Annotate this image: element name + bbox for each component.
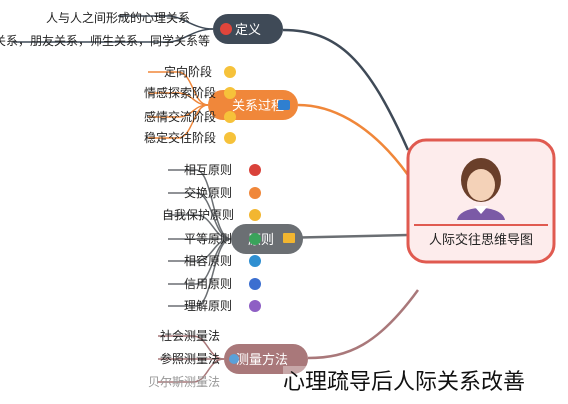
badge-2-icon <box>249 187 261 199</box>
process-leaf-4: 稳定交往阶段 <box>144 130 216 145</box>
branch-process[interactable]: 关系过程 <box>208 90 298 120</box>
definition-leaf-1: 人与人之间形成的心理关系 <box>46 10 190 25</box>
principles-leaf-2: 交换原则 <box>184 185 232 200</box>
principles-leaf-3: 自我保护原则 <box>162 208 234 222</box>
badge-5-icon <box>249 255 261 267</box>
center-title: 人际交往思维导图 <box>429 232 533 248</box>
methods-leaf-1: 社会测量法 <box>160 328 220 343</box>
heart-eyes-emoji-icon <box>224 111 236 123</box>
branch-process-label: 关系过程 <box>232 99 284 114</box>
branch-definition-label: 定义 <box>235 23 261 38</box>
smile-emoji-icon <box>224 66 236 78</box>
branch-methods[interactable]: 测量方法 <box>224 344 308 374</box>
principles-leaf-6: 信用原则 <box>184 277 232 291</box>
principles-leaf-7: 理解原则 <box>184 299 232 313</box>
principles-leaf-4: 平等原则 <box>184 232 232 246</box>
branch-methods-label: 测量方法 <box>236 352 288 368</box>
principles-leaves: 相互原则 交换原则 自我保护原则 平等原则 相容原则 信用原则 理解原则 <box>162 163 261 313</box>
process-leaf-2: 情感探索阶段 <box>144 85 216 100</box>
neutral-emoji-icon <box>224 87 236 99</box>
principles-leaf-1: 相互原则 <box>184 163 232 177</box>
branch-definition[interactable]: 定义 <box>213 14 283 44</box>
badge-4-icon <box>249 233 261 245</box>
branch-principles[interactable]: 原则 <box>231 224 303 254</box>
connector-methods <box>307 289 420 360</box>
methods-leaf-3: 贝尔斯测量法 <box>148 374 220 389</box>
definition-icon <box>220 23 232 35</box>
methods-icon <box>229 354 239 364</box>
connector-definition <box>282 28 410 151</box>
badge-3-icon <box>249 209 261 221</box>
badge-1-icon <box>249 164 261 176</box>
process-leaf-1: 定向阶段 <box>164 64 212 79</box>
badge-6-icon <box>249 278 261 290</box>
grin-emoji-icon <box>224 132 236 144</box>
badge-7-icon <box>249 300 261 312</box>
folder-icon <box>283 233 295 243</box>
group-icon <box>278 100 290 110</box>
connector-process <box>297 103 410 176</box>
process-leaves: 定向阶段 情感探索阶段 感情交流阶段 稳定交往阶段 <box>144 64 236 145</box>
methods-leaf-2: 参照测量法 <box>160 351 220 366</box>
caption-overlay: 心理疏导后人际关系改善 <box>283 366 568 400</box>
center-card: 人际交往思维导图 <box>406 138 556 264</box>
principles-leaf-5: 相容原则 <box>184 253 232 268</box>
definition-leaf-2: 亲属关系，朋友关系，师生关系，同学关系等 <box>0 33 210 48</box>
process-leaf-3: 感情交流阶段 <box>144 109 216 124</box>
person-avatar-icon <box>457 158 505 220</box>
